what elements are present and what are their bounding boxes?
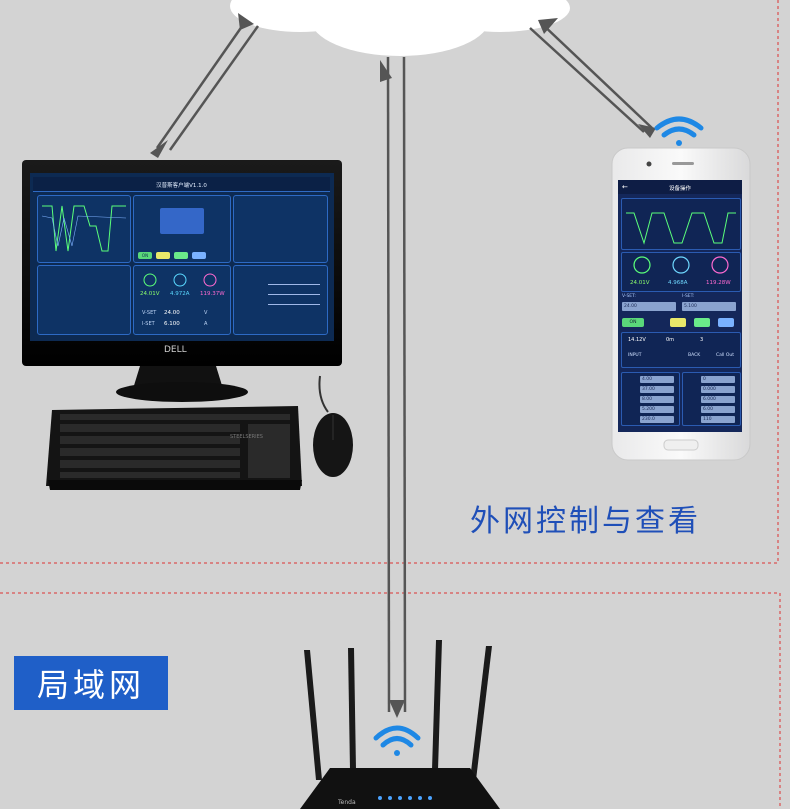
- device-image-panel: ON: [133, 195, 231, 263]
- phone-input-label: INPUT: [628, 353, 641, 358]
- phone-presets-right: 0 0.000 6.000 6.00 110: [682, 372, 741, 426]
- phone-app-header: ← 设备操作: [618, 180, 742, 194]
- voltage-graph: [38, 196, 130, 262]
- phone-power-reading: 119.28W: [706, 280, 731, 286]
- arrowhead-cloud-center: [380, 60, 392, 82]
- router-brand: Tenda: [337, 799, 356, 806]
- phone-status-panel: 14.12V 0m 3 INPUT BACK Call Out: [621, 332, 741, 368]
- screen-vset-label: V-SET: [142, 310, 156, 316]
- phone-presets-left: 4.00 37.00 8.00 5.200 230.0: [621, 372, 680, 426]
- phone-input-value: 14.12V: [628, 337, 646, 343]
- screen-power-reading: 119.37W: [200, 291, 225, 297]
- readings-panel: 24.01V 4.972A 119.37W V-SET 24.00 V I-SE…: [133, 265, 231, 335]
- phone-mode-button[interactable]: [694, 318, 710, 327]
- info-panel: [233, 195, 328, 263]
- phone-on-button[interactable]: ON: [622, 318, 644, 327]
- preset-right-4[interactable]: 6.00: [701, 406, 735, 413]
- phone-readings-panel: 24.01V 4.968A 119.28W: [621, 252, 741, 292]
- screen-sound-button[interactable]: [192, 252, 206, 259]
- arrowhead-cloud-right: [538, 18, 558, 34]
- phone-iset-input[interactable]: 5.100: [682, 302, 736, 311]
- phone-current-reading: 4.968A: [668, 280, 688, 286]
- preset-left-1[interactable]: 4.00: [640, 376, 674, 383]
- phone-voltage-reading: 24.01V: [630, 280, 650, 286]
- monitor-screen-app: 汉普斯客户端V1.1.0 ON 24.01V 4.972A 119.37W: [33, 177, 330, 337]
- arrowhead-phone: [638, 124, 656, 138]
- phone-mode-value: 0m: [666, 337, 674, 343]
- screen-on-button[interactable]: ON: [138, 252, 152, 259]
- monitor-brand: DELL: [164, 345, 187, 355]
- preset-left-2[interactable]: 37.00: [640, 386, 674, 393]
- phone-confirm-button[interactable]: [670, 318, 686, 327]
- preset-left-4[interactable]: 5.200: [640, 406, 674, 413]
- phone-graph-panel: [621, 198, 741, 250]
- wifi-icon-phone: [657, 119, 701, 146]
- preset-right-3[interactable]: 6.000: [701, 396, 735, 403]
- preset-left-5[interactable]: 230.0: [640, 416, 674, 423]
- screen-iset-unit: A: [204, 321, 207, 327]
- phone-app-title: 设备操作: [618, 184, 742, 192]
- preset-right-1[interactable]: 0: [701, 376, 735, 383]
- preset-left-3[interactable]: 8.00: [640, 396, 674, 403]
- connection-lines: [157, 22, 652, 712]
- preset-right-2[interactable]: 0.000: [701, 386, 735, 393]
- phone-vset-label: V-SET:: [622, 294, 636, 299]
- phone-sound-button[interactable]: [718, 318, 734, 327]
- phone-gauges: [622, 253, 740, 279]
- keyboard-brand: STEELSERIES: [230, 434, 263, 440]
- voltage-graph-panel: [37, 195, 131, 263]
- router: [300, 640, 500, 809]
- sliders-panel: [233, 265, 328, 335]
- phone-home-button: [664, 440, 698, 450]
- wifi-icon-router: [376, 728, 418, 756]
- screen-mode-button[interactable]: [174, 252, 188, 259]
- arrowhead-router: [389, 700, 405, 718]
- screen-vset-value[interactable]: 24.00: [164, 310, 180, 316]
- phone-vset-input[interactable]: 24.00: [622, 302, 676, 311]
- phone-screen-app: ← 设备操作 24.01V 4.968A 119.28W V-SET: I-SE…: [618, 180, 742, 432]
- lan-label: 局域网: [14, 656, 168, 710]
- wan-caption: 外网控制与查看: [470, 496, 701, 540]
- phone-back-button[interactable]: BACK: [688, 353, 700, 358]
- phone-call-out-button[interactable]: Call Out: [716, 353, 734, 358]
- device-image: [160, 208, 204, 234]
- screen-iset-label: I-SET: [142, 321, 155, 327]
- phone-graph: [622, 199, 740, 249]
- slider-1[interactable]: [268, 284, 320, 285]
- mouse: [313, 376, 353, 477]
- monitor-base: [116, 382, 248, 402]
- presets-panel: [37, 265, 131, 335]
- screen-iset-value[interactable]: 6.100: [164, 321, 180, 327]
- slider-2[interactable]: [268, 294, 320, 295]
- screen-vset-unit: V: [204, 310, 207, 316]
- phone-index-value: 3: [700, 337, 703, 343]
- arrowhead-monitor: [150, 140, 168, 158]
- cloud-icon: [230, 0, 570, 56]
- phone-iset-label: I-SET:: [682, 294, 694, 299]
- screen-confirm-button[interactable]: [156, 252, 170, 259]
- screen-app-title: 汉普斯客户端V1.1.0: [33, 181, 330, 189]
- preset-right-5[interactable]: 110: [701, 416, 735, 423]
- screen-current-reading: 4.972A: [170, 291, 190, 297]
- slider-3[interactable]: [268, 304, 320, 305]
- screen-voltage-reading: 24.01V: [140, 291, 160, 297]
- keyboard: [46, 406, 302, 490]
